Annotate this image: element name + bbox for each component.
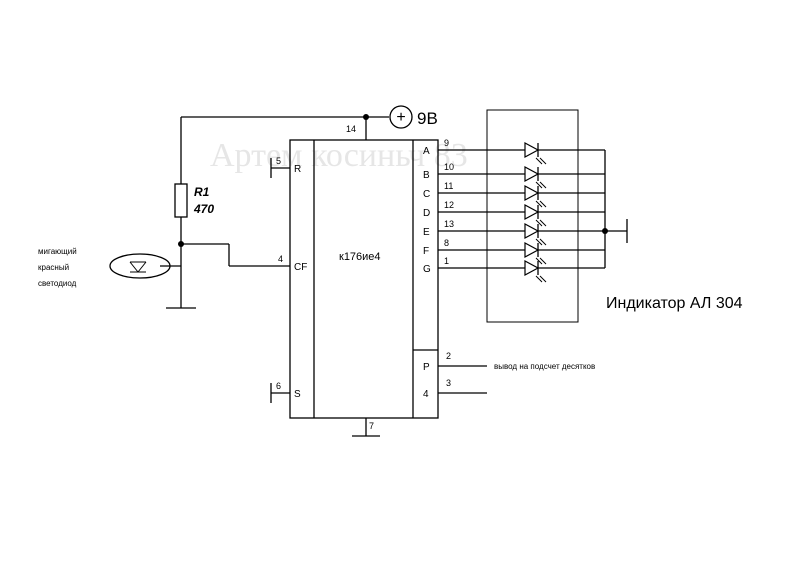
diode-f xyxy=(524,241,540,259)
pin-label-e: E xyxy=(423,227,430,238)
chip-segment-pins: A 9B 10C 11D 12E 13F 8G 1 xyxy=(423,138,525,275)
cf-wire xyxy=(181,243,290,267)
pin-number-a: 9 xyxy=(444,138,449,148)
pin-number-e: 13 xyxy=(444,219,454,229)
diode-e xyxy=(524,222,540,240)
pin-number-r: 5 xyxy=(276,156,281,166)
pin-label-cf: CF xyxy=(294,262,307,273)
resistor-value: 470 xyxy=(193,202,214,216)
pin-number-top: 14 xyxy=(346,124,356,134)
blinking-led: мигающий красный светодиод xyxy=(38,244,196,309)
diode-b xyxy=(524,165,540,183)
power-plus-sign: + xyxy=(396,109,405,126)
chip-aux-pins: P 2 4 3 xyxy=(423,351,487,400)
diode-a xyxy=(524,141,540,159)
indicator-outline xyxy=(486,109,579,323)
pin-label-g: G xyxy=(423,264,431,275)
pin-number-d: 12 xyxy=(444,200,454,210)
chip-left-pins: 5R 4CF 6S xyxy=(270,156,307,403)
resistor-r1: R1 470 xyxy=(174,183,214,247)
watermark-text: Артем косиньч 83 xyxy=(210,137,468,174)
pin-label-f: F xyxy=(423,246,429,257)
pin-label-b: B xyxy=(423,170,430,181)
carry-out-label: вывод на подсчет десятков xyxy=(494,362,595,371)
pin-number-f: 8 xyxy=(444,238,449,248)
diode-g xyxy=(524,259,540,277)
pin-number-b: 10 xyxy=(444,162,454,172)
aux-pin-label-1: P xyxy=(423,362,430,373)
pin-label-r: R xyxy=(294,164,301,175)
resistor-name: R1 xyxy=(194,185,210,199)
indicator-al304 xyxy=(486,109,628,323)
led-caption-line3: светодиод xyxy=(38,279,77,288)
pin-number-cf: 4 xyxy=(278,254,283,264)
led-caption-line1: мигающий xyxy=(38,247,77,256)
pin-label-a: A xyxy=(423,146,430,157)
pin-number-g: 1 xyxy=(444,256,449,266)
chip-outline xyxy=(289,139,439,419)
indicator-diodes xyxy=(524,141,605,283)
aux-pin-label-2: 4 xyxy=(423,389,429,400)
indicator-label: Индикатор АЛ 304 xyxy=(606,295,743,312)
power-terminal-circle xyxy=(389,105,413,129)
resistor-body xyxy=(174,183,188,218)
pin-label-c: C xyxy=(423,189,430,200)
power-voltage-label: 9В xyxy=(417,109,438,128)
aux-pin-number-2: 3 xyxy=(446,378,451,388)
pin-number-c: 11 xyxy=(444,181,453,191)
power-rail xyxy=(180,114,389,184)
power-terminal: + 9В xyxy=(389,105,438,129)
chip-name: к176ие4 xyxy=(339,251,381,263)
led-caption-line2: красный xyxy=(38,263,69,272)
pin-label-d: D xyxy=(423,208,430,219)
pin-number-s: 6 xyxy=(276,381,281,391)
pin-label-s: S xyxy=(294,389,301,400)
junction-dot-power xyxy=(363,114,369,120)
aux-pin-number-1: 2 xyxy=(446,351,451,361)
diode-d xyxy=(524,203,540,221)
diode-c xyxy=(524,184,540,202)
pin-number-bottom: 7 xyxy=(369,421,374,431)
